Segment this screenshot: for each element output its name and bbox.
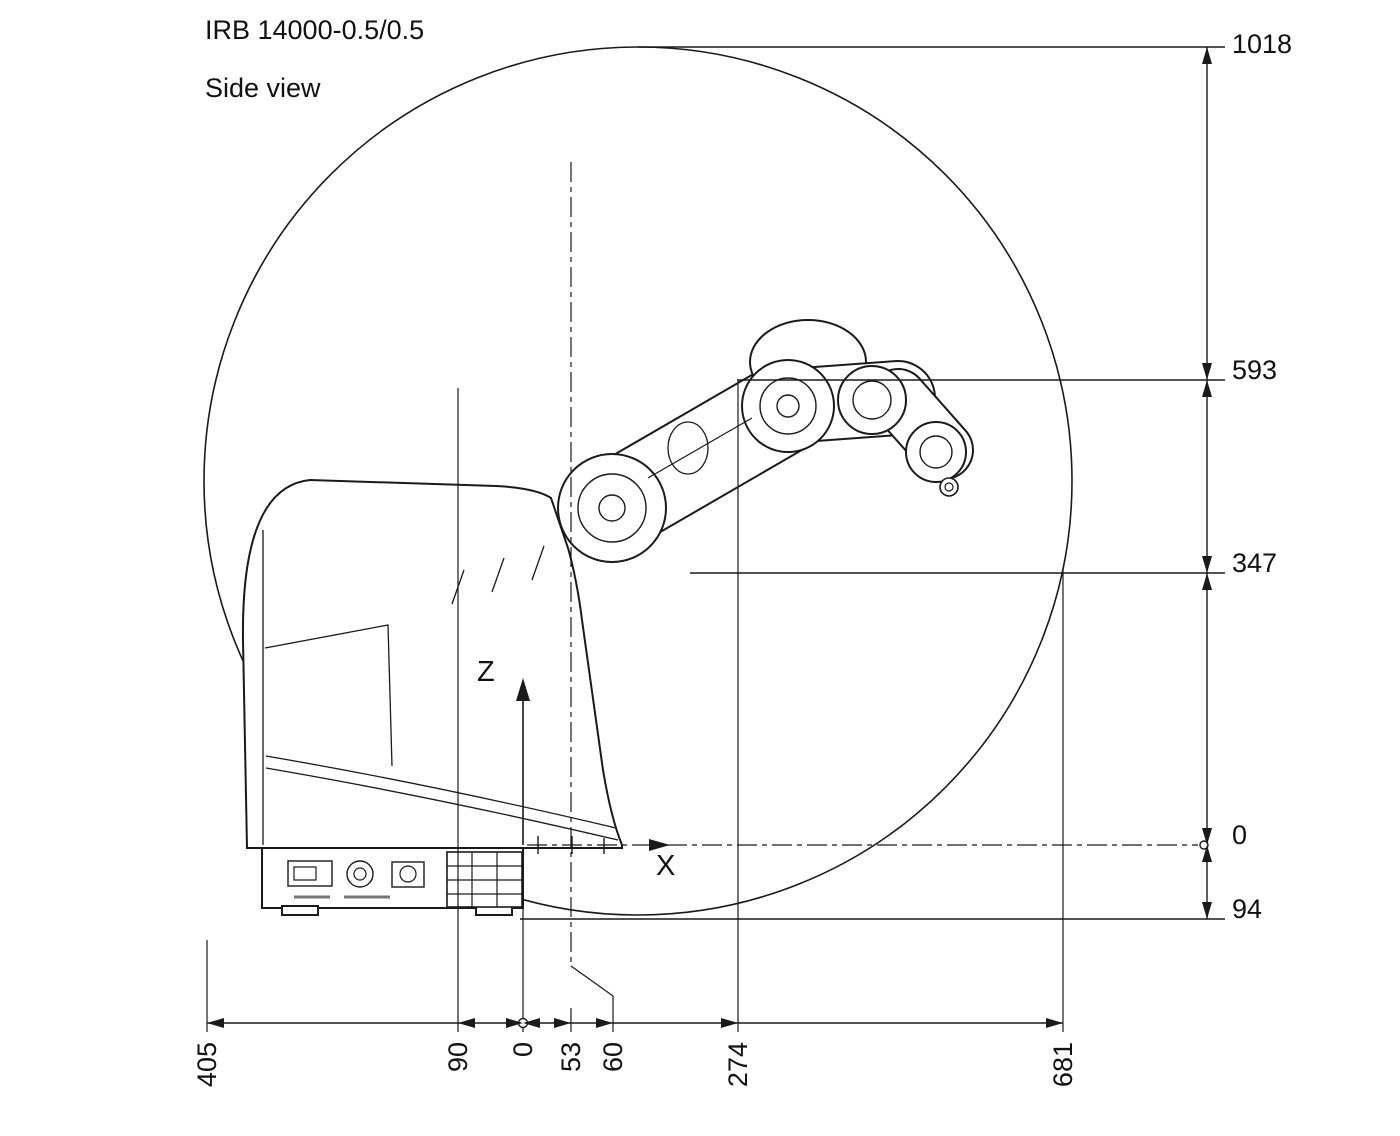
vertical-dimension-arrows xyxy=(1202,47,1212,919)
dim-label-274: 274 xyxy=(723,1042,753,1088)
horizontal-dimension-arrows xyxy=(207,1018,1063,1028)
drawing-title: IRB 14000-0.5/0.5 xyxy=(205,15,425,45)
dim-label-60: 60 xyxy=(598,1042,628,1073)
x-axis-arrow-icon xyxy=(649,839,670,851)
robot-arm xyxy=(557,319,974,563)
drawing-subtitle: Side view xyxy=(205,73,321,103)
x-axis-label: X xyxy=(656,850,676,882)
dim-label-405: 405 xyxy=(192,1042,222,1088)
dim-label-0-horizontal: 0 xyxy=(508,1042,538,1058)
vertical-dimension-lines xyxy=(520,46,1225,920)
dim-label-0-vertical: 0 xyxy=(1232,820,1248,850)
base-foot-left xyxy=(281,905,319,916)
dim-label-593: 593 xyxy=(1232,355,1278,385)
z-axis-label: Z xyxy=(477,656,495,688)
centerlines xyxy=(527,162,1198,966)
robot-base xyxy=(261,836,605,916)
horizontal-dimension-lines xyxy=(207,1017,1063,1029)
robot-torso xyxy=(241,478,623,849)
dim-label-681: 681 xyxy=(1048,1042,1078,1088)
reference-lines xyxy=(206,380,1064,1032)
origin-marker-right xyxy=(1199,840,1209,850)
dim-label-53: 53 xyxy=(556,1042,586,1073)
coordinate-axes xyxy=(516,678,670,851)
dim-label-347: 347 xyxy=(1232,548,1278,578)
z-axis-arrow-icon xyxy=(516,678,530,701)
dim-label-90: 90 xyxy=(443,1042,473,1073)
dim-label-1018: 1018 xyxy=(1232,29,1293,59)
dim-label-94: 94 xyxy=(1232,894,1263,924)
